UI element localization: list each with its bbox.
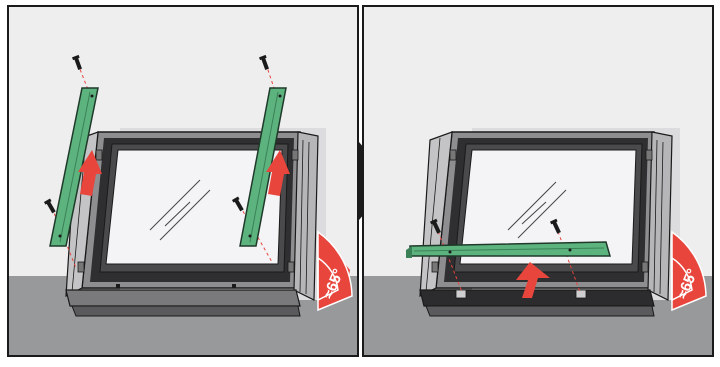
step-panel-1: ≈65° [8, 6, 358, 356]
roof-window [420, 128, 680, 316]
roof-window [66, 128, 326, 316]
step-panel-2: ≈65° [363, 6, 713, 356]
